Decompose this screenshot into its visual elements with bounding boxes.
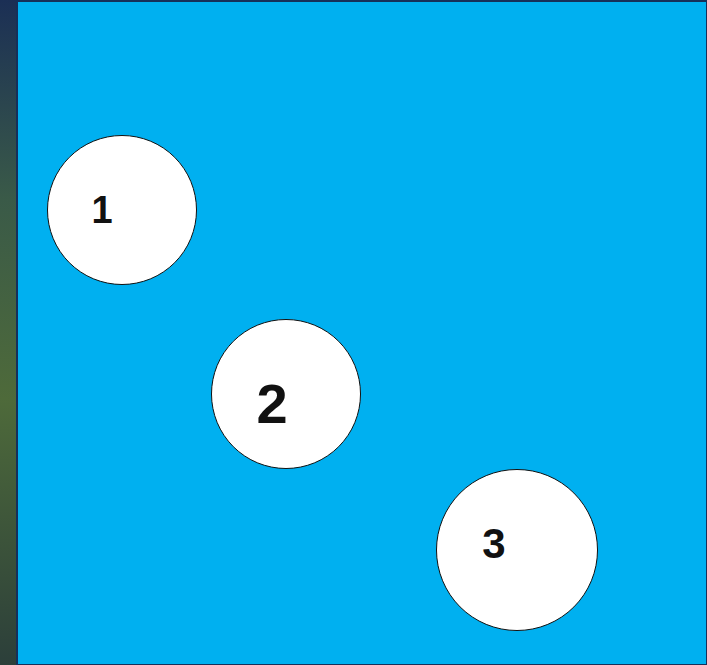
number-circle: 2: [211, 319, 361, 469]
callout-number: 2: [256, 376, 287, 432]
number-circle: 3: [436, 469, 598, 631]
number-circle: 1: [47, 135, 197, 285]
callout-number: 3: [482, 523, 505, 565]
blue-panel: [17, 1, 707, 665]
callout-number: 1: [91, 191, 112, 229]
